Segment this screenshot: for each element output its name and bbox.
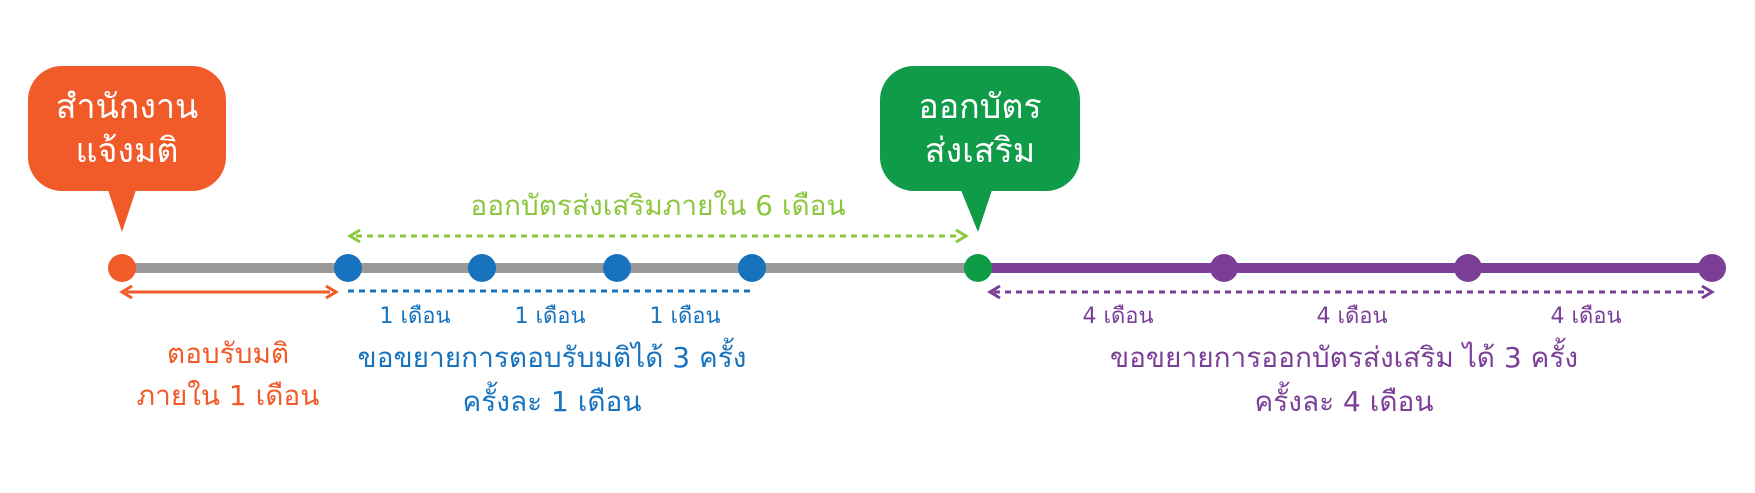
response-ext-label-line2: ครั้งละ 1 เดือน <box>462 385 642 418</box>
node-response-ext-1 <box>468 254 496 282</box>
issue-ext-month-3: 4 เดือน <box>1550 304 1622 329</box>
issue-bubble-line1: ออกบัตร <box>918 86 1042 127</box>
issue-ext-label-line1: ขอขยายการออกบัตรส่งเสริม ได้ 3 ครั้ง <box>1109 341 1579 374</box>
start-bubble-pointer <box>104 178 140 232</box>
node-issue-ext-1 <box>1210 254 1238 282</box>
node-issue-ext-2 <box>1454 254 1482 282</box>
response-label-line1: ตอบรับมติ <box>166 337 290 370</box>
six-month-span-label: ออกบัตรส่งเสริมภายใน 6 เดือน <box>470 189 846 222</box>
issue-card-bubble: ออกบัตร ส่งเสริม <box>880 66 1080 191</box>
node-response-deadline <box>334 254 362 282</box>
issue-extension-left-arrow <box>987 284 1001 300</box>
response-label-line2: ภายใน 1 เดือน <box>136 379 320 412</box>
decision-bubble-line1: สำนักงาน <box>55 86 199 127</box>
response-span-left-arrow <box>119 284 133 300</box>
issue-ext-label-line2: ครั้งละ 4 เดือน <box>1254 385 1434 418</box>
issue-ext-month-2: 4 เดือน <box>1316 304 1388 329</box>
decision-bubble-line2: แจ้งมติ <box>75 130 179 171</box>
response-ext-label-line1: ขอขยายการตอบรับมติได้ 3 ครั้ง <box>357 341 747 374</box>
response-span-right-arrow <box>325 284 339 300</box>
node-decision <box>108 254 136 282</box>
node-issue-ext-3 <box>1698 254 1726 282</box>
node-response-ext-2 <box>603 254 631 282</box>
response-ext-month-2: 1 เดือน <box>514 304 586 329</box>
response-ext-month-3: 1 เดือน <box>649 304 721 329</box>
node-issue-card <box>964 254 992 282</box>
issue-bubble-pointer <box>956 178 996 232</box>
response-ext-month-1: 1 เดือน <box>379 304 451 329</box>
six-month-span-right-arrow <box>955 228 969 244</box>
decision-notice-bubble: สำนักงาน แจ้งมติ <box>28 66 226 191</box>
issue-extension-right-arrow <box>1701 284 1715 300</box>
node-response-ext-3 <box>738 254 766 282</box>
issue-bubble-line2: ส่งเสริม <box>924 130 1036 171</box>
six-month-span-left-arrow <box>347 228 361 244</box>
issue-ext-month-1: 4 เดือน <box>1082 304 1154 329</box>
